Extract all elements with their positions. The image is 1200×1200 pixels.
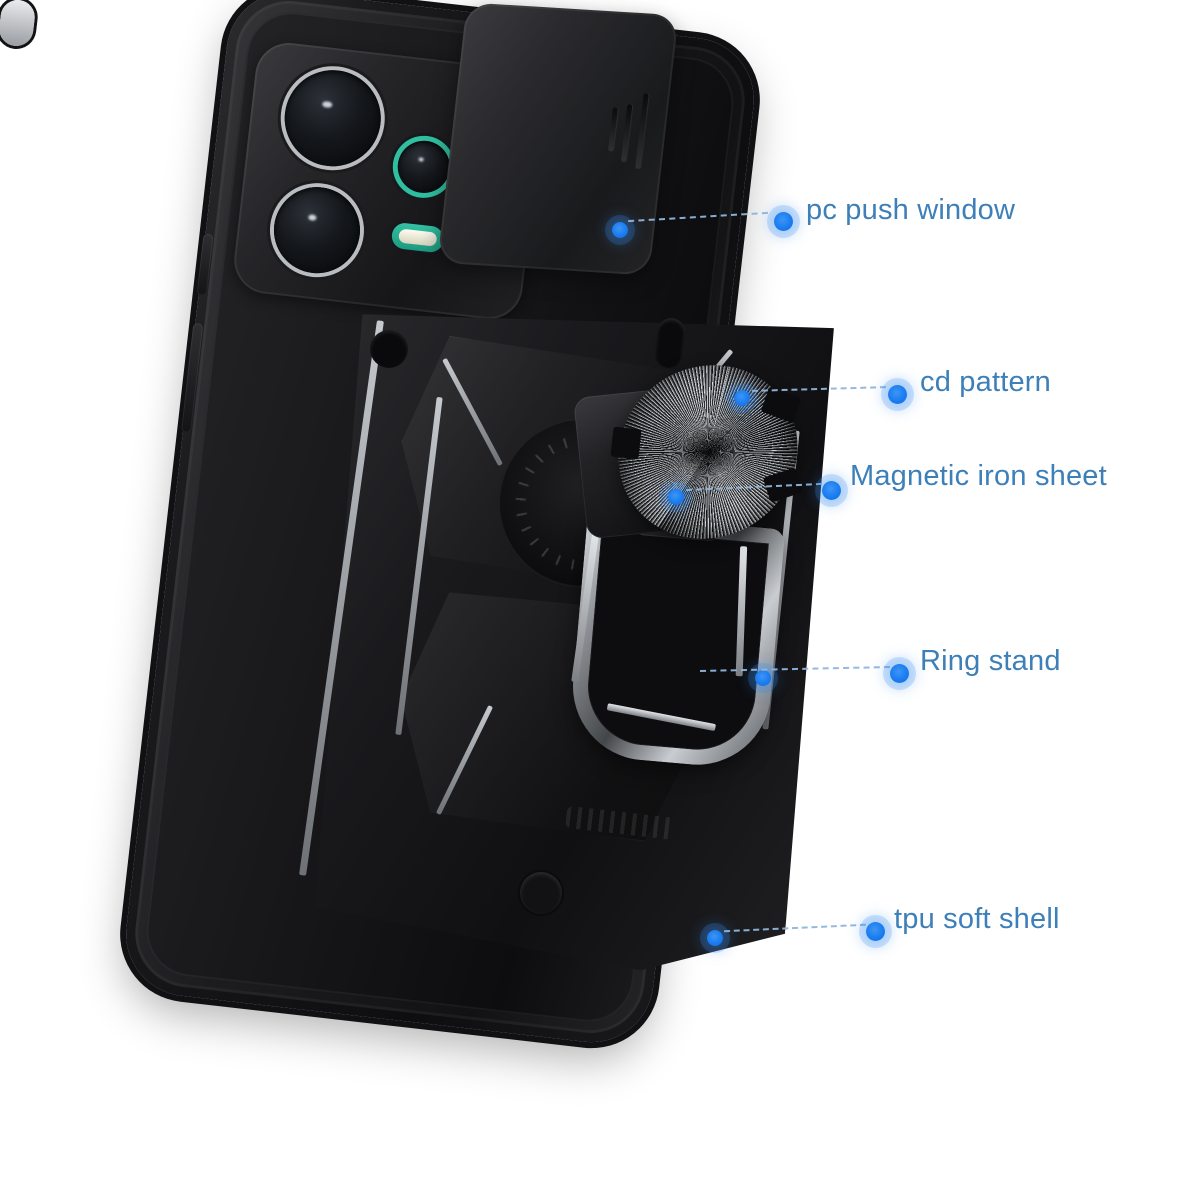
annotation-label-pc-push-window: pc push window	[806, 194, 1016, 226]
camera-lens-wide	[269, 182, 365, 278]
disc-notch	[610, 426, 642, 460]
annotation-source-dot	[734, 390, 750, 406]
armor-plate-hole	[370, 330, 408, 368]
annotation-marker-dot	[866, 922, 885, 941]
annotation-label-cd-pattern: cd pattern	[920, 366, 1051, 398]
annotation-label-magnetic-iron-sheet: Magnetic iron sheet	[850, 460, 1107, 492]
camera-lens-macro	[395, 138, 453, 196]
armor-plate-pill-insert	[0, 0, 37, 48]
slider-grip-ridge	[620, 104, 633, 163]
annotation-label-ring-stand: Ring stand	[920, 645, 1061, 677]
armor-plate-hole	[520, 872, 562, 914]
annotation-marker-dot	[774, 212, 793, 231]
led-flash	[390, 221, 446, 254]
phone-case-product	[0, 0, 900, 1060]
annotation-marker-dot	[890, 664, 909, 683]
annotation-source-dot	[612, 222, 628, 238]
annotation-marker-dot	[888, 385, 907, 404]
annotation-marker-dot	[822, 481, 841, 500]
slider-grip-ridge	[607, 107, 618, 152]
slider-grip-ridge	[635, 93, 649, 170]
pc-push-window-slider	[437, 2, 679, 276]
camera-lens-main	[279, 65, 386, 172]
annotation-source-dot	[755, 670, 771, 686]
magnetic-disc-assembly	[568, 351, 817, 566]
annotation-source-dot	[707, 930, 723, 946]
annotation-label-tpu-soft-shell: tpu soft shell	[894, 903, 1060, 935]
annotation-source-dot	[668, 489, 684, 505]
